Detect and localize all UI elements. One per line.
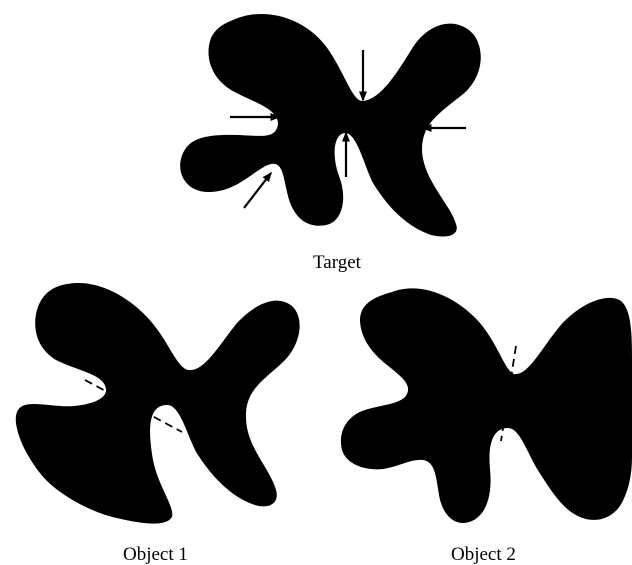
target-caption: Target — [313, 253, 361, 272]
target-shape — [180, 14, 481, 237]
object-1-shape — [16, 283, 300, 524]
target-arrow-bottom-left — [244, 173, 271, 208]
object-1-caption: Object 1 — [123, 545, 188, 564]
object-2-caption: Object 2 — [451, 545, 516, 564]
object-2-shape — [341, 288, 632, 523]
